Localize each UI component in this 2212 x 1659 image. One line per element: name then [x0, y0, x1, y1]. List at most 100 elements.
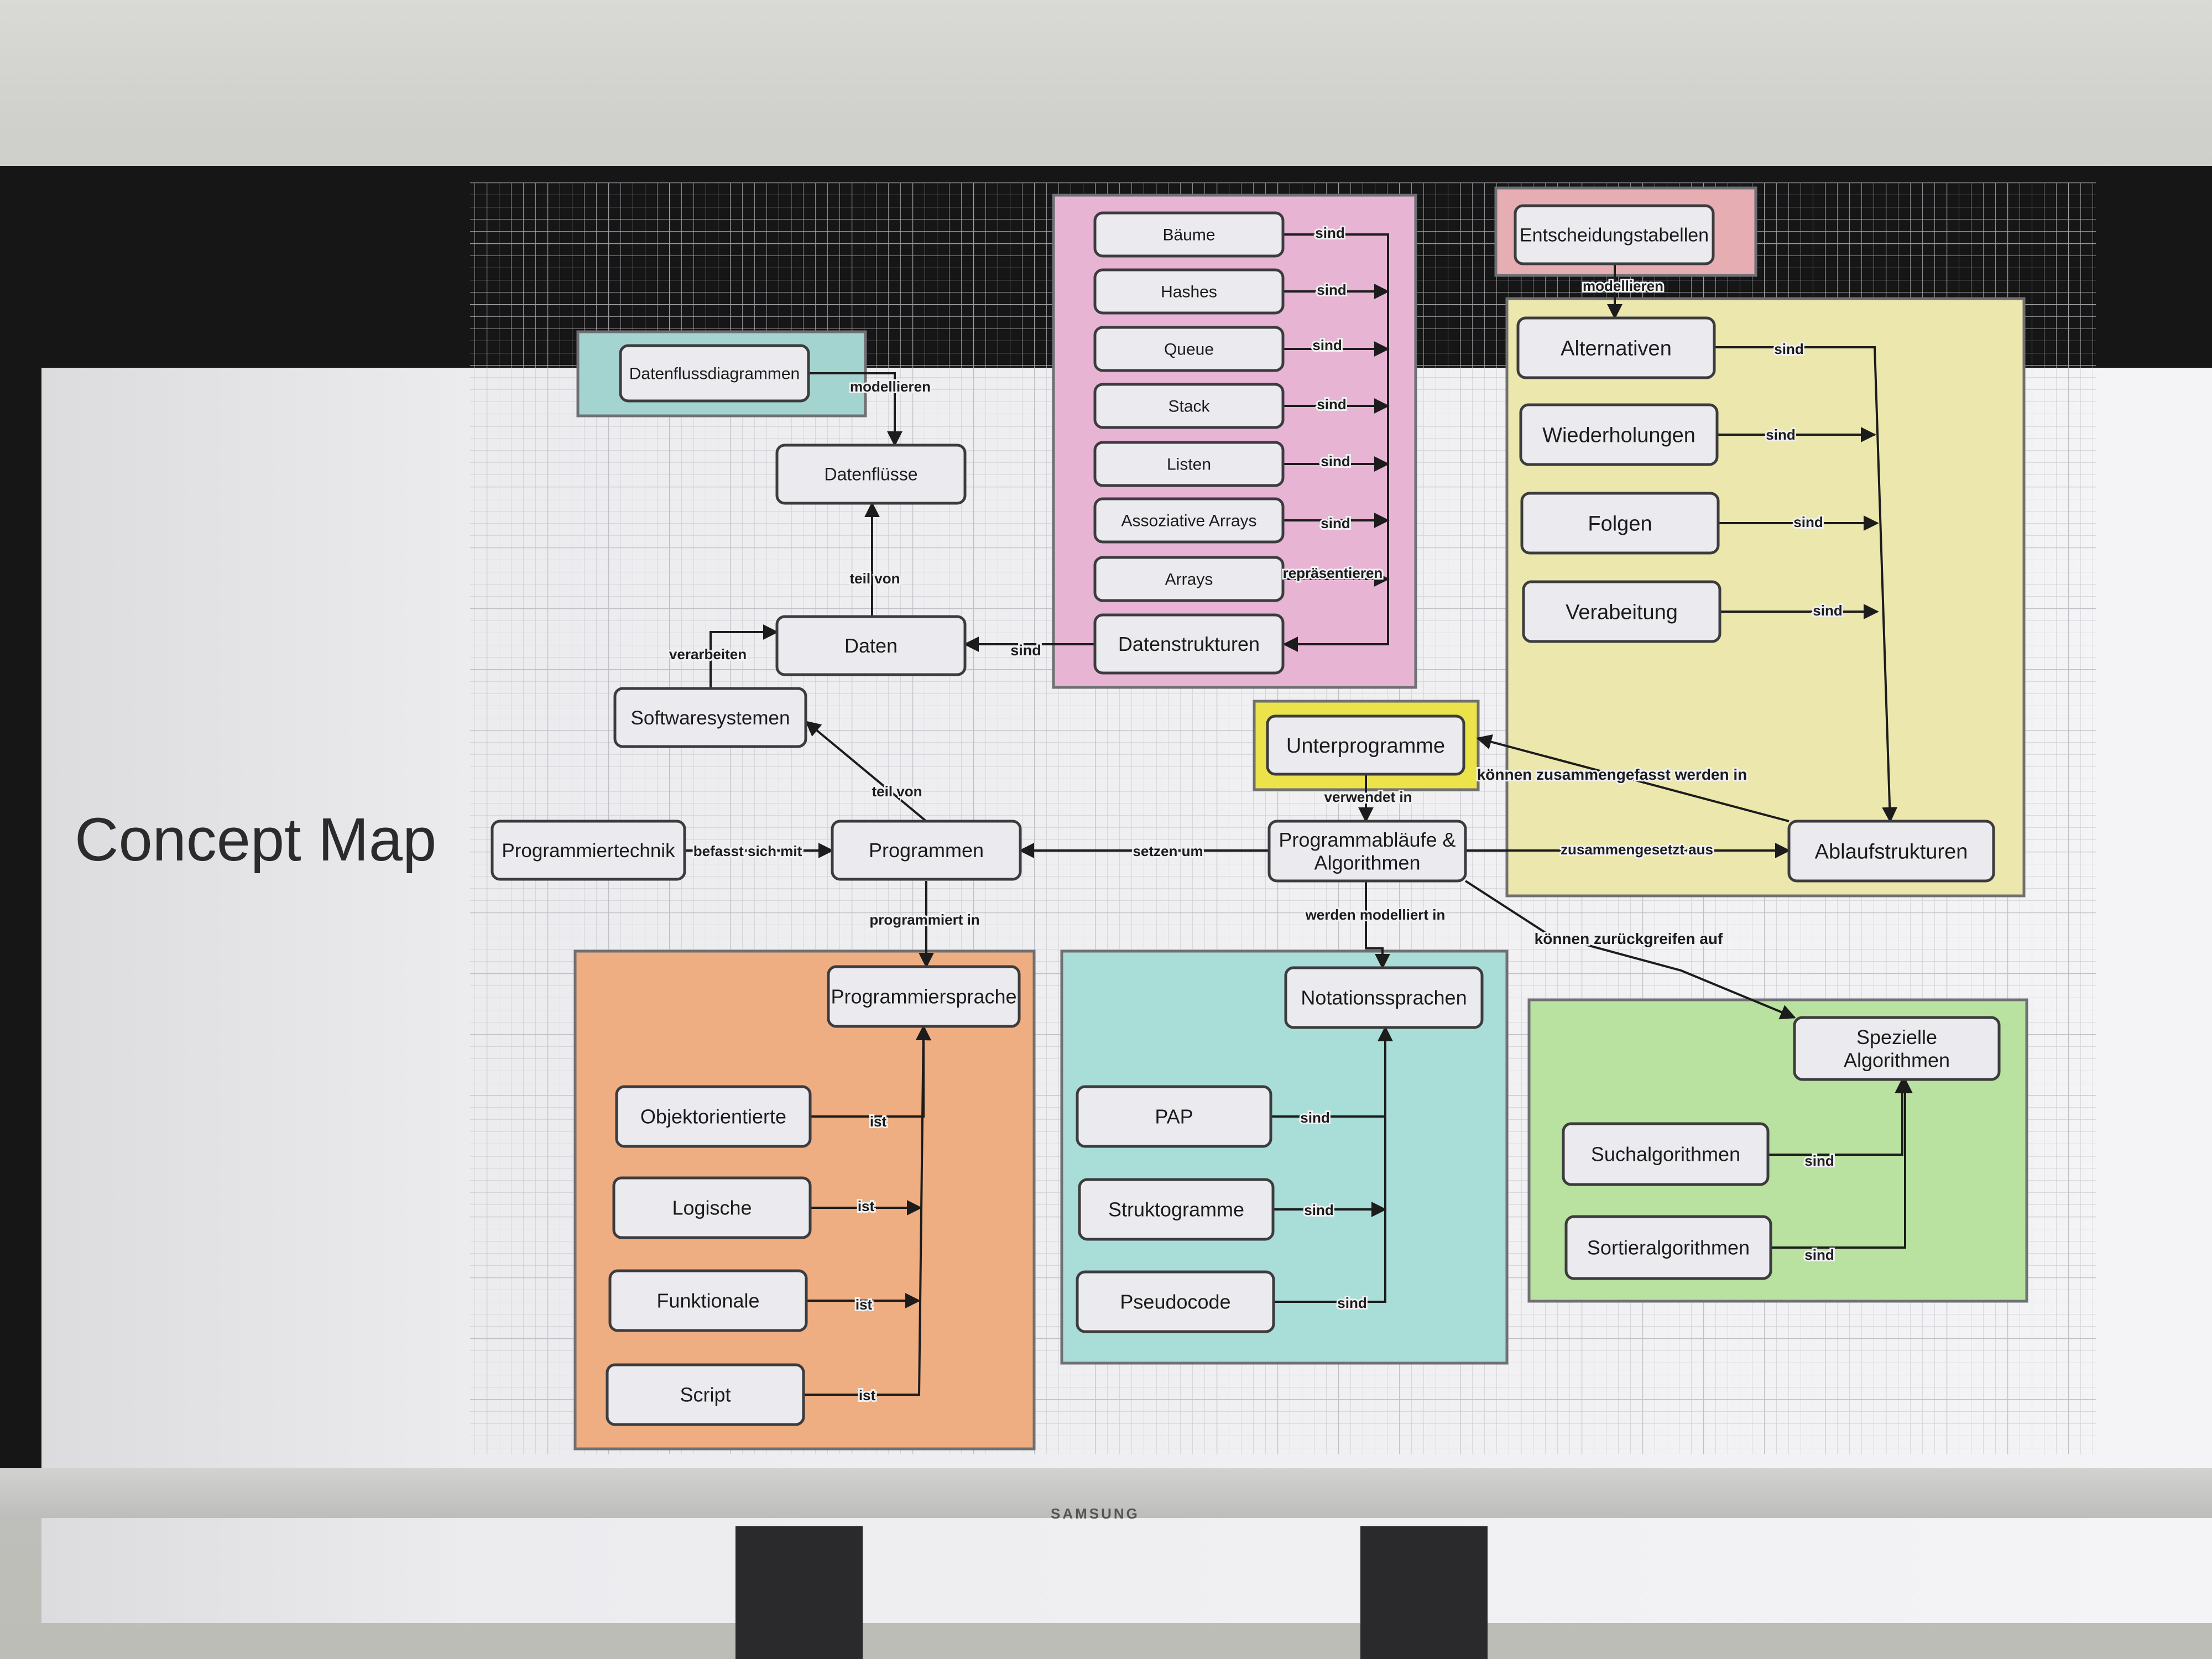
edge-label: modellieren: [850, 378, 931, 395]
edge-sortieralgorithmen-spezielle: [1771, 1078, 1913, 1249]
node-label: Arrays: [1165, 571, 1213, 589]
edge-baeume-datenstrukturen: [1282, 233, 1389, 652]
node-unterprogramme: Unterprogramme: [1266, 714, 1465, 776]
edge-programmablaeufe-spezielle: [1464, 880, 1796, 1020]
node-label: Folgen: [1588, 512, 1652, 535]
edge-label: können zusammengefasst werden in: [1477, 766, 1747, 783]
node-programmen: Programmen: [831, 820, 1022, 881]
edge-label: repräsentieren: [1283, 565, 1383, 581]
edge-label: sind: [1813, 602, 1842, 619]
edge-label: sind: [1766, 426, 1795, 443]
node-programmiertechnik: Programmiertechnik: [491, 820, 686, 881]
monitor-stand-right: [1360, 1526, 1488, 1659]
node-programmablaeufe: Programmabläufe &Algorithmen: [1267, 820, 1467, 883]
edge-script-programmiersprache: [804, 1025, 931, 1396]
node-label: Struktogramme: [1108, 1198, 1244, 1221]
node-label: Stack: [1168, 398, 1210, 416]
edge-label: werden modelliert in: [1305, 906, 1446, 923]
edge-label: sind: [1321, 453, 1350, 469]
edge-label: modellieren: [1583, 278, 1663, 294]
node-datenflussdiagramme: Datenflussdiagrammen: [619, 344, 810, 403]
edge-label: ist: [870, 1113, 887, 1130]
node-verabeitung: Verabeitung: [1522, 580, 1721, 643]
edge-label: sind: [1804, 1152, 1834, 1169]
node-label: Programmabläufe &: [1279, 828, 1455, 851]
edge-label: sind: [1304, 1202, 1333, 1218]
node-label: Hashes: [1161, 283, 1217, 301]
node-notationssprachen: Notationssprachen: [1284, 966, 1484, 1029]
edge-softwaresystemen-daten: [709, 624, 779, 688]
node-label: Spezielle: [1856, 1026, 1937, 1048]
node-ablaufstrukturen: Ablaufstrukturen: [1787, 820, 1995, 883]
node-funktionale: Funktionale: [608, 1269, 808, 1332]
monitor-stand-left: [735, 1526, 863, 1659]
node-softwaresystemen: Softwaresystemen: [613, 687, 807, 748]
node-label: Datenflussdiagrammen: [629, 365, 800, 383]
node-programmiersprache: Programmiersprache: [827, 965, 1021, 1028]
node-label: Datenflüsse: [825, 465, 918, 484]
node-label: Programmen: [869, 839, 984, 862]
node-label: Listen: [1167, 456, 1211, 474]
edge-programmablaeufe-notationssprachen: [1365, 881, 1390, 969]
monitor-bezel: [0, 1468, 2212, 1518]
node-label: Assoziative Arrays: [1121, 512, 1256, 530]
node-folgen: Folgen: [1520, 492, 1720, 555]
node-label: Ablaufstrukturen: [1815, 840, 1968, 863]
edge-label: sind: [1010, 642, 1041, 659]
node-daten: Daten: [775, 615, 967, 676]
node-label: Wiederholungen: [1542, 424, 1695, 447]
node-label: Daten: [844, 634, 898, 657]
slide-title: Concept Map: [75, 806, 437, 874]
node-struktogramme: Struktogramme: [1078, 1178, 1275, 1241]
node-label: Datenstrukturen: [1118, 633, 1260, 655]
edge-label: ist: [855, 1296, 873, 1313]
node-assoz: Assoziative Arrays: [1093, 497, 1285, 544]
node-label: Algorithmen: [1314, 851, 1420, 874]
node-listen: Listen: [1093, 441, 1285, 487]
edge-label: sind: [1317, 281, 1346, 298]
node-logische: Logische: [612, 1176, 812, 1239]
edge-label: sind: [1300, 1109, 1329, 1126]
node-label: Queue: [1164, 341, 1214, 359]
node-entscheidungstabellen: Entscheidungstabellen: [1514, 204, 1715, 265]
node-label: Notationssprachen: [1301, 987, 1467, 1009]
node-datenstrukturen: Datenstrukturen: [1093, 613, 1285, 675]
node-label: Alternativen: [1561, 337, 1672, 360]
node-queue: Queue: [1093, 326, 1285, 372]
edge-label: sind: [1793, 514, 1823, 530]
edge-label: teil von: [849, 570, 900, 587]
edge-label: sind: [1321, 515, 1350, 531]
edge-label: teil von: [872, 783, 922, 800]
edge-programmen-softwaresystemen: [805, 721, 927, 822]
edge-label: verwendet in: [1324, 789, 1412, 805]
node-label: Logische: [672, 1197, 752, 1219]
node-label: Softwaresystemen: [631, 707, 790, 729]
edge-label: programmiert in: [869, 911, 979, 928]
node-label: Bäume: [1162, 226, 1215, 244]
edge-label: zusammengesetzt aus: [1561, 841, 1713, 858]
edge-datenflussdiagramme-datenfluesse: [808, 372, 902, 447]
edge-label: befasst sich mit: [693, 843, 802, 859]
node-stack: Stack: [1093, 383, 1285, 429]
node-label: Programmiersprache: [831, 985, 1016, 1008]
node-pap: PAP: [1076, 1085, 1272, 1148]
node-wiederholungen: Wiederholungen: [1519, 403, 1719, 466]
node-pseudocode: Pseudocode: [1076, 1270, 1275, 1333]
node-label: Pseudocode: [1120, 1291, 1230, 1313]
node-label: Objektorientierte: [640, 1105, 786, 1128]
edge-label: sind: [1317, 396, 1346, 413]
node-label: PAP: [1155, 1105, 1193, 1128]
node-label: Verabeitung: [1566, 601, 1678, 624]
node-label: Funktionale: [656, 1290, 759, 1312]
node-hashes: Hashes: [1093, 268, 1285, 315]
node-script: Script: [606, 1363, 805, 1426]
node-datenfluesse: Datenflüsse: [775, 444, 967, 505]
node-objektorientierte: Objektorientierte: [615, 1085, 812, 1148]
edge-suchalgorithmen-spezielle: [1768, 1078, 1910, 1156]
edge-label: sind: [1774, 341, 1803, 357]
node-alternativen: Alternativen: [1516, 316, 1716, 379]
edge-label: sind: [1315, 225, 1344, 241]
